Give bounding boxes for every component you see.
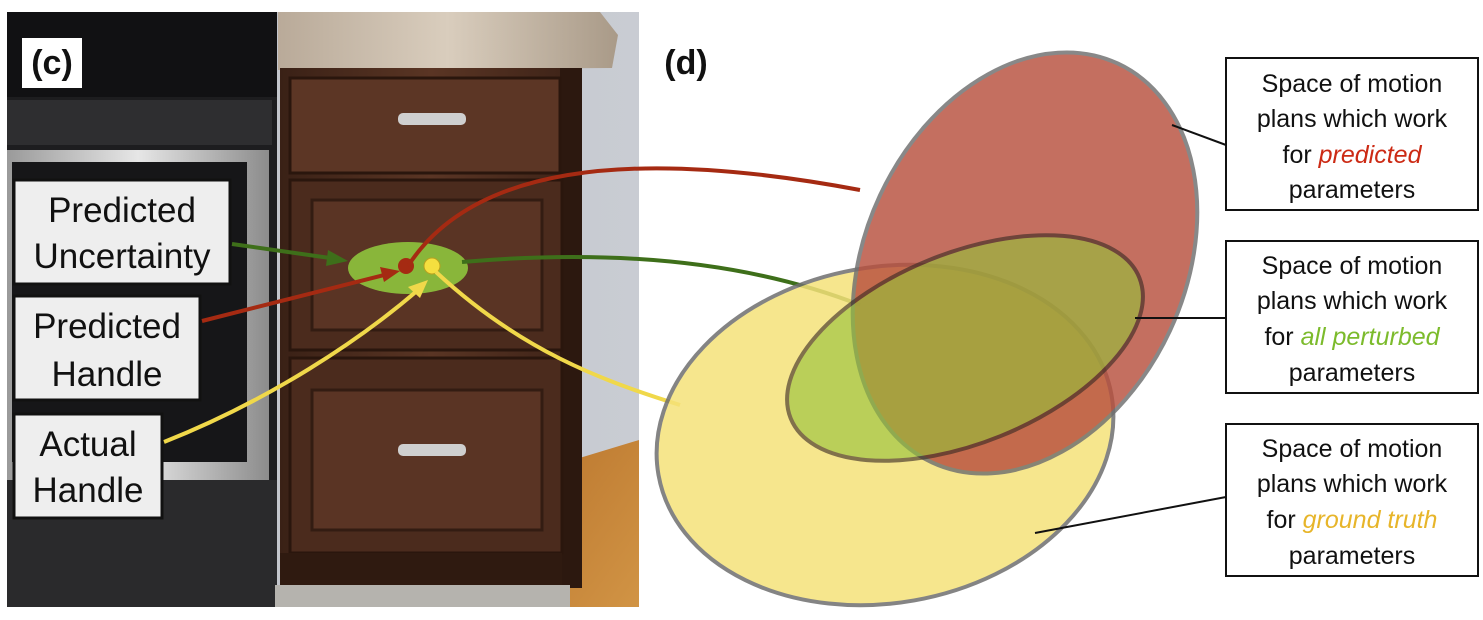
box-line: parameters (1289, 176, 1415, 204)
actual-handle-point (423, 257, 441, 275)
box-prefix: for (1264, 323, 1300, 351)
box-ground-truth-space: Space of motion plans which work for gro… (1225, 423, 1479, 577)
callout-predicted-uncertainty: Predicted Uncertainty (12, 178, 232, 286)
box-line: for predicted (1283, 141, 1423, 169)
box-perturbed-space: Space of motion plans which work for all… (1225, 240, 1479, 394)
perturbed-region (785, 233, 1145, 463)
callout-actual-handle: Actual Handle (12, 412, 164, 520)
box-prefix: for (1283, 141, 1319, 169)
box-line: plans which work (1257, 470, 1448, 498)
actual-handle-arrow (163, 288, 420, 444)
box-line: for all perturbed (1264, 323, 1440, 351)
callout-line: Handle (33, 471, 144, 510)
ground-truth-link-curve (434, 270, 681, 407)
predicted-handle-arrowhead (380, 267, 400, 282)
box-line: plans which work (1257, 105, 1448, 133)
ground-truth-leader-line (1034, 496, 1227, 534)
uncertainty-arrowhead (326, 250, 348, 266)
box-predicted-space: Space of motion plans which work for pre… (1225, 57, 1479, 211)
callout-line: Handle (52, 355, 163, 394)
box-line: plans which work (1257, 287, 1448, 315)
box-line: Space of motion (1262, 435, 1443, 463)
predicted-leader-line (1171, 124, 1227, 146)
emphasis-ground-truth: ground truth (1303, 506, 1438, 534)
callout-line: Actual (39, 425, 136, 464)
callout-predicted-handle: Predicted Handle (12, 294, 202, 402)
callout-line: Predicted (33, 307, 181, 346)
predicted-handle-arrow (201, 273, 385, 323)
emphasis-perturbed: all perturbed (1301, 323, 1441, 351)
box-line: Space of motion (1262, 252, 1443, 280)
callout-line: Predicted (48, 191, 196, 230)
callout-line: Uncertainty (33, 237, 211, 276)
box-prefix: for (1267, 506, 1303, 534)
box-line: parameters (1289, 359, 1415, 387)
box-line: Space of motion (1262, 70, 1443, 98)
panel-c-label: (c) (31, 44, 73, 82)
predicted-link-curve (406, 166, 861, 268)
panel-d-label: (d) (664, 44, 707, 82)
emphasis-predicted: predicted (1318, 141, 1423, 169)
uncertainty-arrow (231, 242, 331, 260)
box-line: parameters (1289, 542, 1415, 570)
box-line: for ground truth (1267, 506, 1438, 534)
actual-handle-arrowhead (408, 280, 428, 298)
panel-c-label-box (22, 38, 82, 88)
